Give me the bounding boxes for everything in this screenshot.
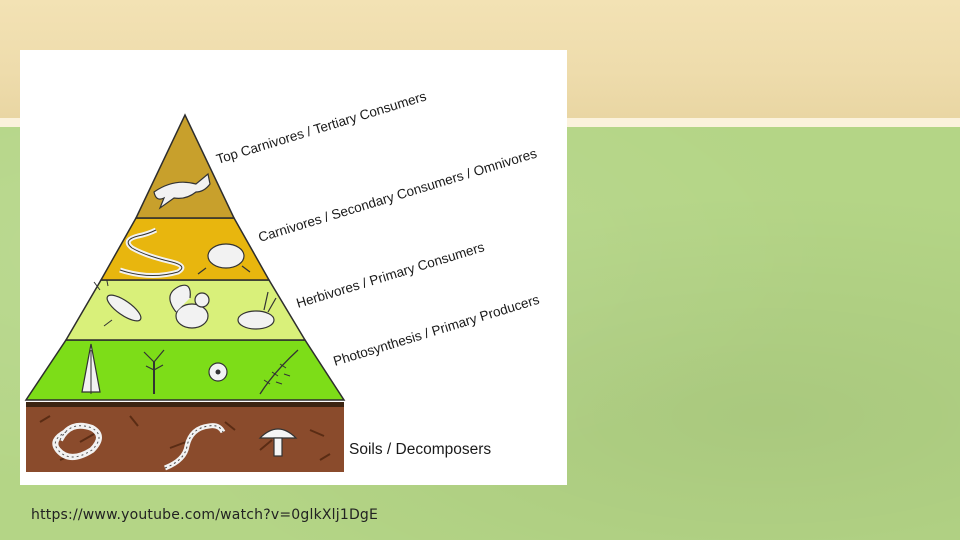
pyramid-level-producers <box>26 340 344 400</box>
pyramid-level-herbivores <box>66 276 305 340</box>
food-pyramid-diagram: Top Carnivores / Tertiary Consumers Carn… <box>20 50 567 485</box>
flower-icon <box>209 363 227 381</box>
level-label-herbivores: Herbivores / Primary Consumers <box>294 239 486 311</box>
pyramid-level-carnivores <box>101 218 269 280</box>
level-label-producers: Photosynthesis / Primary Producers <box>331 292 541 369</box>
food-pyramid-image: Top Carnivores / Tertiary Consumers Carn… <box>20 50 567 485</box>
level-label-carnivores: Carnivores / Secondary Consumers / Omniv… <box>256 146 538 245</box>
level-label-top-carnivores: Top Carnivores / Tertiary Consumers <box>214 88 428 166</box>
soil-layer <box>26 402 344 472</box>
source-link[interactable]: https://www.youtube.com/watch?v=0glkXlj1… <box>31 507 378 523</box>
level-label-decomposers: Soils / Decomposers <box>349 441 491 458</box>
